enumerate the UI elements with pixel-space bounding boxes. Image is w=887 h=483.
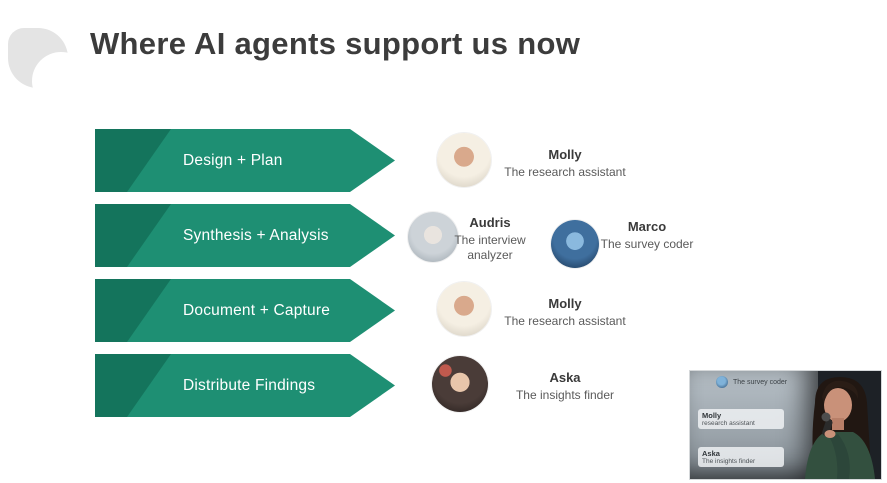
mini-agent-role: research assistant [702,420,755,427]
mini-slide-screen: The survey coder Molly research assistan… [690,371,818,479]
agent-name: Marco [627,219,667,234]
presenter-figure [805,377,875,479]
agent-name: Aska [549,370,581,385]
agent-role: The interview analyzer [454,233,526,262]
stage-arrow-synthesis-analysis: Synthesis + Analysis [95,204,395,267]
agent-card: Molly The research assistant [492,296,638,329]
agent-role: The survey coder [600,237,694,251]
microphone-icon [821,412,833,437]
stage-arrow-document-capture: Document + Capture [95,279,395,342]
corner-decor-shape [8,28,90,110]
agent-role: The research assistant [504,165,626,179]
aska-avatar [432,356,488,412]
stage-arrow-distribute-findings: Distribute Findings [95,354,395,417]
mini-agent-card: Molly research assistant [698,409,784,429]
agent-name: Molly [548,147,582,162]
stage-label: Design + Plan [183,151,283,169]
agent-card: Audris The interview analyzer [444,215,536,263]
stage-label: Distribute Findings [183,376,316,394]
agent-name: Audris [469,215,511,230]
mini-agent-name: Aska [702,449,720,458]
agent-card: Marco The survey coder [588,219,706,252]
webcam-overlay: The survey coder Molly research assistan… [689,370,882,480]
agent-card: Molly The research assistant [492,147,638,180]
stage-label: Document + Capture [183,301,331,319]
mini-agent-role: The insights finder [702,458,756,465]
agent-card: Aska The insights finder [495,370,635,403]
molly-avatar [437,133,491,187]
stage-arrow-design-plan: Design + Plan [95,129,395,192]
page-title: Where AI agents support us now [90,26,581,61]
agent-role: The research assistant [504,314,626,328]
audris-avatar [408,212,458,262]
marco-avatar-mini [716,376,728,388]
mini-agent-card: Aska The insights finder [698,447,784,467]
stage-label: Synthesis + Analysis [183,226,329,244]
agent-name: Molly [548,296,582,311]
mini-slide-text: The survey coder [733,379,788,386]
agent-role: The insights finder [515,388,615,402]
molly-avatar [437,282,491,336]
mini-agent-name: Molly [702,411,722,420]
marco-avatar [551,220,599,268]
